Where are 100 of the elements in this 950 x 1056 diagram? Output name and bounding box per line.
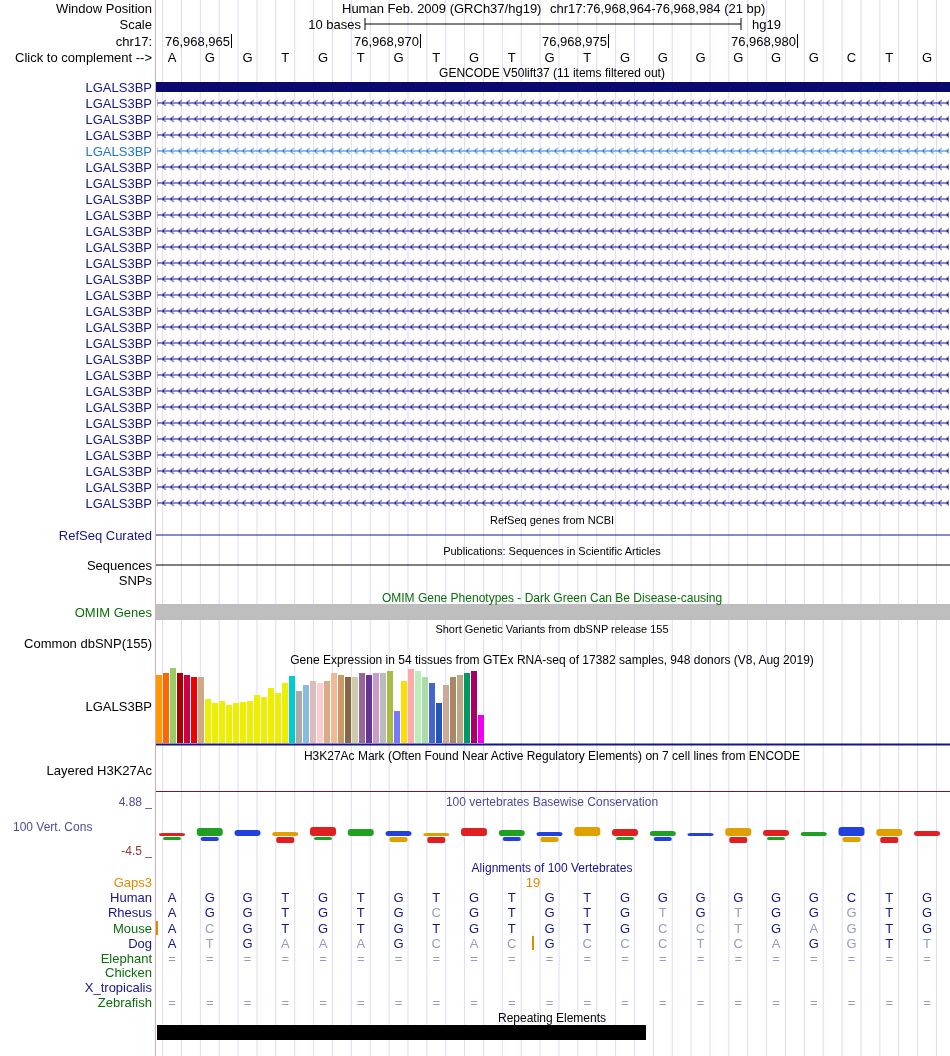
alignment-base: = [243,995,252,1009]
alignment-base: T [885,905,894,919]
alignment-base: G [544,921,555,935]
alignment-base: = [658,951,667,965]
scale-text: 10 bases [308,17,361,31]
alignment-base: G [695,890,706,904]
alignment-base: G [619,890,631,904]
alignment-base: T [205,936,214,950]
alignment-base: G [544,890,555,904]
alignment-base: = [772,995,780,1009]
base-letter: G [657,50,668,64]
alignment-base: G [317,890,329,904]
track-label: OMIM Genes [74,605,152,619]
alignment-base: T [923,936,931,950]
alignment-base: G [695,905,706,919]
coordinate-text: 76,968,980 [731,34,797,48]
base-letter: G [204,50,215,64]
species-label: X_tropicalis [84,980,152,994]
alignment-base: A [469,936,479,950]
alignment-base: = [923,995,931,1009]
alignment-base: A [167,921,177,935]
alignment-base: C [846,890,857,904]
base-letter: G [468,50,480,64]
alignment-base: = [885,951,894,965]
alignment-base: G [808,936,819,950]
species-label: Elephant [100,951,152,965]
alignment-base: G [393,936,404,950]
alignment-base: = [734,995,743,1009]
alignment-base: G [468,890,480,904]
alignment-base: G [921,890,933,904]
gene-label: LGALS3BP [85,416,152,430]
alignment-base: G [393,890,404,904]
track-title: GENCODE V50lift37 (11 items filtered out) [439,67,665,79]
alignment-base: = [319,951,327,965]
axis-value: -4.5 _ [121,845,152,857]
alignment-base: T [885,921,894,935]
base-letter: G [242,50,253,64]
alignment-base: = [621,995,629,1009]
alignment-base: T [356,921,365,935]
track-label: Gaps3 [113,875,152,889]
track-label: 100 Vert. Cons [13,821,93,833]
alignment-base: T [432,921,441,935]
base-letter: T [507,50,516,64]
track-label: Scale [119,17,152,31]
base-letter: A [167,50,177,64]
base-letter: T [356,50,365,64]
alignment-base: T [658,905,667,919]
alignment-base: = [734,951,743,965]
alignment-base: G [733,890,744,904]
alignment-base: G [808,890,819,904]
alignment-base: = [243,951,252,965]
gene-label: LGALS3BP [85,144,152,158]
base-letter: G [393,50,404,64]
alignment-base: G [468,921,480,935]
alignment-base: = [885,995,894,1009]
gene-label: LGALS3BP [85,448,152,462]
alignment-base: C [205,921,215,935]
coordinate-text: 76,968,965 [165,34,231,48]
alignment-base: T [507,905,516,919]
position-text: chr17:76,968,964-76,968,984 (21 bp) [550,1,766,15]
alignment-base: G [204,905,215,919]
gene-label: LGALS3BP [85,272,152,286]
gene-label: LGALS3BP [85,699,152,713]
base-letter: G [317,50,329,64]
base-letter: T [432,50,441,64]
base-letter: G [808,50,819,64]
alignment-base: T [356,890,365,904]
alignment-base: G [468,905,480,919]
alignment-base: G [317,905,329,919]
alignment-base: T [583,890,592,904]
alignment-base: G [242,890,253,904]
alignment-base: = [847,995,856,1009]
alignment-base: C [507,936,517,950]
alignment-base: = [281,995,290,1009]
gene-label: LGALS3BP [85,432,152,446]
alignment-base: G [770,921,782,935]
alignment-base: A [318,936,328,950]
alignment-base: G [204,890,215,904]
alignment-base: G [393,905,404,919]
alignment-base: T [281,905,290,919]
alignment-base: C [695,921,706,935]
track-label: SNPs [118,573,152,587]
alignment-base: G [242,905,253,919]
alignment-base: G [242,936,253,950]
alignment-base: A [356,936,366,950]
alignment-base: = [205,995,214,1009]
alignment-base: = [696,995,705,1009]
base-letter: G [619,50,631,64]
alignment-base: G [544,905,555,919]
track-title: 100 vertebrates Basewise Conservation [445,796,659,808]
alignment-base: G [846,905,857,919]
alignment-base: = [470,995,478,1009]
gene-label: LGALS3BP [85,288,152,302]
alignment-base: T [885,890,894,904]
alignment-base: G [544,936,555,950]
alignment-base: T [583,921,592,935]
species-label: Human [110,890,152,904]
base-letter: G [695,50,706,64]
alignment-base: = [507,951,516,965]
gene-label: LGALS3BP [85,384,152,398]
